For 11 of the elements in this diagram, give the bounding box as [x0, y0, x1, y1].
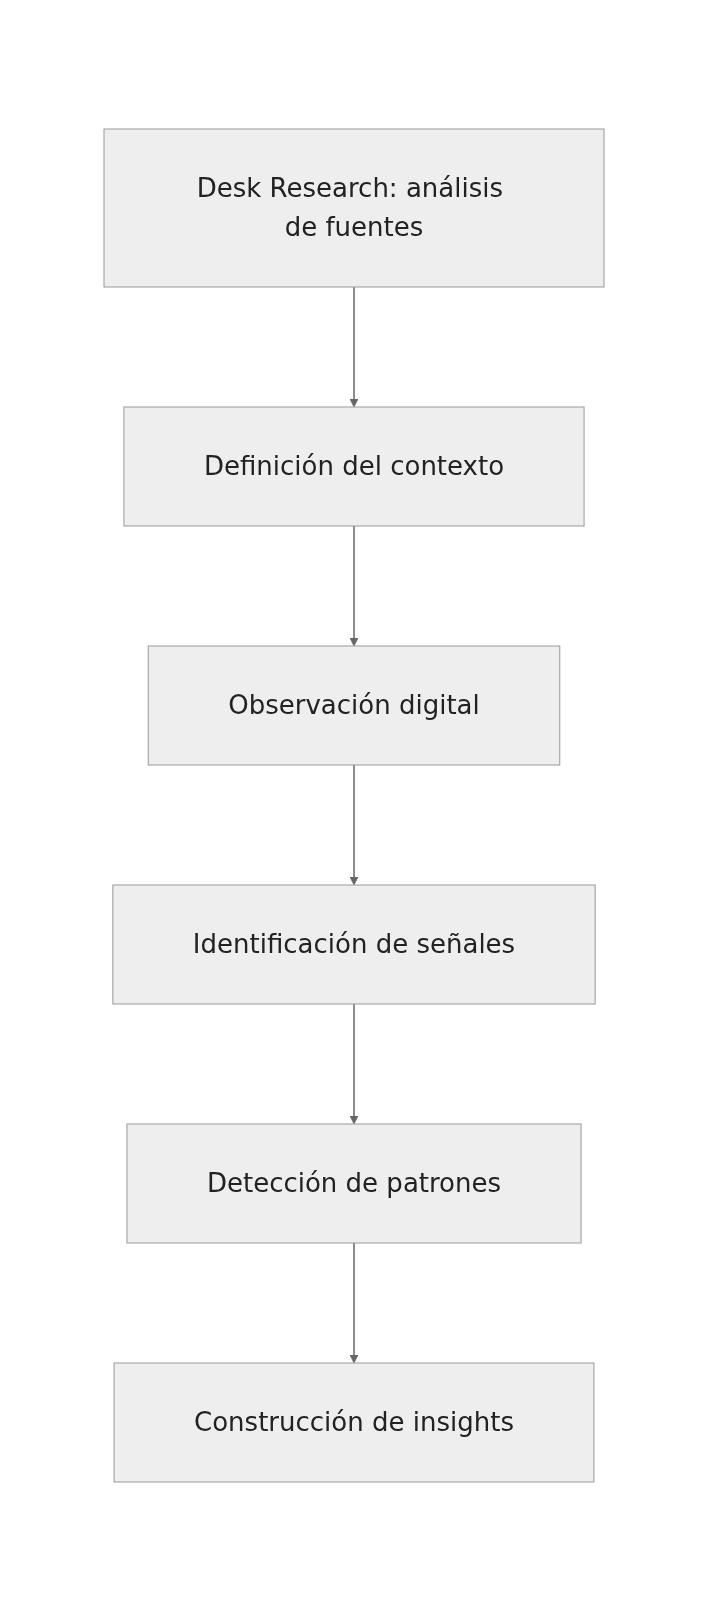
arrow — [349, 1242, 359, 1364]
node-box: Desk Research: análisis de fuentes — [103, 128, 605, 288]
node-box: Identificación de señales — [112, 884, 596, 1005]
node-box: Definición del contexto — [123, 406, 585, 527]
arrow — [349, 1003, 359, 1125]
node-box: Construcción de insights — [113, 1362, 595, 1483]
arrow — [349, 525, 359, 647]
node-box: Detección de patrones — [126, 1123, 582, 1244]
arrow — [349, 764, 359, 886]
arrow — [349, 286, 359, 408]
node-box: Observación digital — [147, 645, 561, 766]
